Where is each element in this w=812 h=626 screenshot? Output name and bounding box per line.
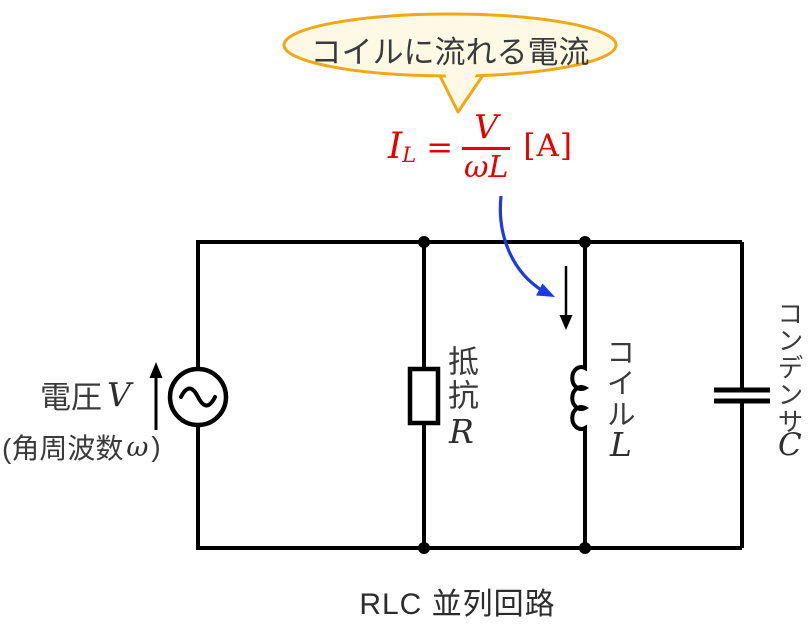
- coil-icon: [570, 242, 590, 548]
- angular-frequency-symbol: ω: [126, 431, 149, 463]
- formula-pointer-arrow-head-icon: [536, 283, 555, 297]
- speech-bubble-tail-joint: [440, 58, 486, 105]
- voltage-symbol: V: [107, 375, 131, 414]
- coil-label: コイル: [602, 337, 634, 430]
- junction-dot: [418, 542, 430, 554]
- fraction-bar: [462, 146, 511, 150]
- formula-fraction: V ωL: [462, 107, 511, 185]
- resistor-symbol: R: [449, 412, 474, 451]
- formula-equals: =: [426, 127, 453, 166]
- coil-current-formula: I L = V ωL [A]: [388, 107, 573, 185]
- formula-variable: I: [388, 125, 403, 167]
- callout-text: コイルに流れる電流: [310, 35, 590, 70]
- junction-dot: [579, 236, 591, 248]
- capacitor-symbol: C: [778, 427, 802, 463]
- formula-pointer-arrow: [498, 195, 544, 293]
- junction-dot: [579, 542, 591, 554]
- voltage-kanji: 電圧: [40, 380, 102, 415]
- voltage-arrow-head-icon: [149, 362, 163, 378]
- sine-wave-icon: [179, 386, 217, 408]
- formula-unit: [A]: [523, 128, 573, 165]
- formula-numerator: V: [474, 107, 499, 146]
- angular-frequency-suffix: ): [151, 431, 161, 462]
- angular-frequency-prefix: (角周波数: [2, 433, 124, 464]
- resistor-icon: [407, 366, 441, 426]
- voltage-label: 電圧 V: [40, 372, 131, 417]
- formula-denominator: ωL: [464, 149, 509, 185]
- capacitor-label: コンデンサ: [774, 300, 804, 435]
- junction-dot: [418, 236, 430, 248]
- angular-frequency-label: (角周波数 ω ): [2, 427, 161, 467]
- formula-subscript: L: [402, 143, 417, 168]
- coil-symbol: L: [610, 425, 632, 464]
- resistor-label: 抵抗: [443, 345, 478, 413]
- diagram-title: RLC 並列回路: [340, 579, 575, 626]
- current-arrow-head-icon: [559, 315, 573, 330]
